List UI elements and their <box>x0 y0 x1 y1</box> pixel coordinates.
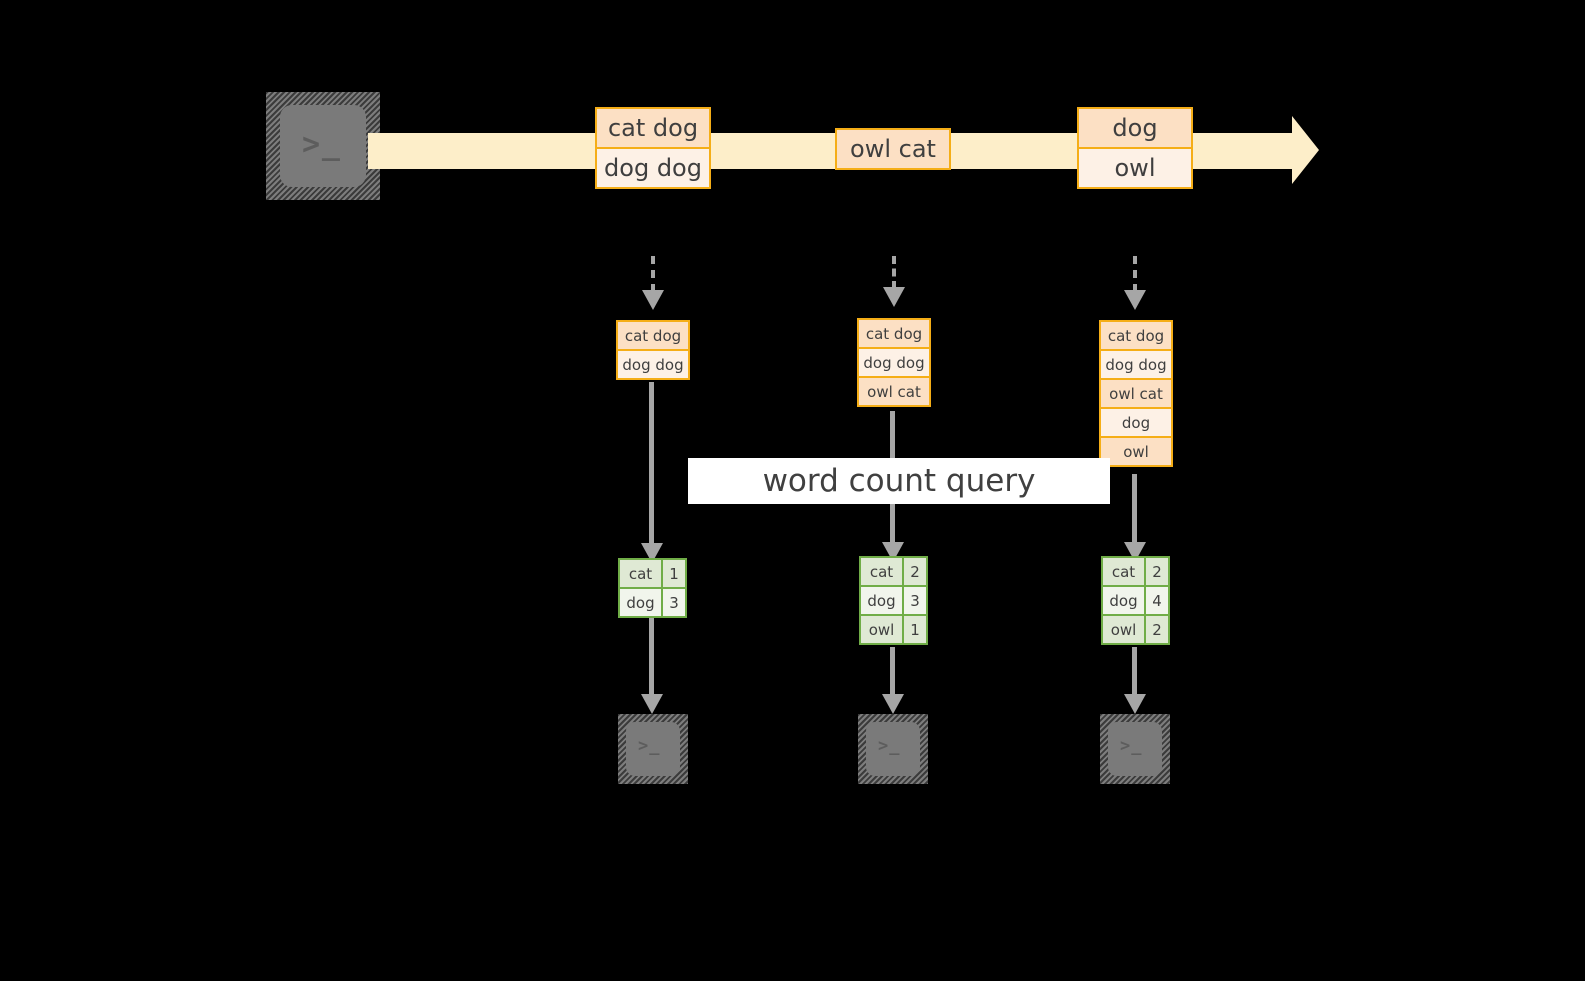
table-row: cat 1 <box>618 558 687 589</box>
result-count: 1 <box>902 614 928 645</box>
timeline-batch-2-line-1: owl cat <box>835 128 951 170</box>
trigger-1-sink-terminal-icon: >_ <box>618 714 688 784</box>
terminal-body <box>866 722 920 776</box>
source-terminal-icon: >_ <box>266 92 380 200</box>
result-word: dog <box>859 585 904 616</box>
terminal-body <box>1108 722 1162 776</box>
table-row: cat 2 <box>1101 556 1170 587</box>
result-count: 2 <box>902 556 928 587</box>
timeline-batch-3-line-1: dog <box>1077 107 1193 149</box>
trigger-3-input-stack: cat dog dog dog owl cat dog owl <box>1099 320 1173 467</box>
trigger-3-input-row: cat dog <box>1099 320 1173 351</box>
result-count: 3 <box>902 585 928 616</box>
trigger-1-input-stack: cat dog dog dog <box>616 320 690 380</box>
terminal-prompt-glyph: >_ <box>878 736 901 756</box>
result-word: cat <box>618 558 663 589</box>
trigger-2-feed-arrowhead-icon <box>883 287 905 307</box>
trigger-3-result-table: cat 2 dog 4 owl 2 <box>1101 556 1170 645</box>
trigger-1-sink-arrowhead-icon <box>641 694 663 714</box>
terminal-body <box>280 105 366 187</box>
table-row: dog 4 <box>1101 585 1170 616</box>
timeline-arrow-right-icon <box>1292 116 1319 184</box>
trigger-1-result-table: cat 1 dog 3 <box>618 558 687 618</box>
trigger-1-sink-line <box>649 618 654 696</box>
trigger-1-input-row: dog dog <box>616 349 690 380</box>
trigger-1-input-row: cat dog <box>616 320 690 351</box>
result-count: 1 <box>661 558 687 589</box>
result-word: dog <box>618 587 663 618</box>
result-count: 2 <box>1144 556 1170 587</box>
table-row: owl 1 <box>859 614 928 645</box>
result-word: owl <box>1101 614 1146 645</box>
timeline-batch-1-line-2: dog dog <box>595 147 711 189</box>
trigger-3-feed-line <box>1133 256 1137 292</box>
trigger-2-input-row: owl cat <box>857 376 931 407</box>
trigger-3-input-row: owl cat <box>1099 378 1173 409</box>
result-word: owl <box>859 614 904 645</box>
terminal-prompt-glyph: >_ <box>638 736 661 756</box>
trigger-1-result-line <box>649 382 654 547</box>
result-count: 3 <box>661 587 687 618</box>
trigger-2-input-row: dog dog <box>857 347 931 378</box>
result-word: cat <box>859 556 904 587</box>
terminal-prompt-glyph: >_ <box>302 127 342 162</box>
table-row: cat 2 <box>859 556 928 587</box>
trigger-3-sink-line <box>1132 647 1137 696</box>
trigger-3-input-row: owl <box>1099 436 1173 467</box>
trigger-2-feed-line <box>892 256 896 289</box>
result-word: dog <box>1101 585 1146 616</box>
terminal-prompt-glyph: >_ <box>1120 736 1143 756</box>
result-count: 4 <box>1144 585 1170 616</box>
trigger-3-sink-arrowhead-icon <box>1124 694 1146 714</box>
table-row: owl 2 <box>1101 614 1170 645</box>
trigger-3-result-line <box>1132 474 1137 546</box>
trigger-1-feed-arrowhead-icon <box>642 290 664 310</box>
trigger-1-feed-line <box>651 256 655 292</box>
table-row: dog 3 <box>618 587 687 618</box>
trigger-3-feed-arrowhead-icon <box>1124 290 1146 310</box>
word-count-query-label: word count query <box>688 458 1110 504</box>
trigger-3-input-row: dog <box>1099 407 1173 438</box>
trigger-2-sink-terminal-icon: >_ <box>858 714 928 784</box>
terminal-body <box>626 722 680 776</box>
trigger-2-result-table: cat 2 dog 3 owl 1 <box>859 556 928 645</box>
table-row: dog 3 <box>859 585 928 616</box>
trigger-3-sink-terminal-icon: >_ <box>1100 714 1170 784</box>
result-count: 2 <box>1144 614 1170 645</box>
timeline-batch-1-line-1: cat dog <box>595 107 711 149</box>
trigger-2-sink-line <box>890 647 895 696</box>
trigger-2-input-stack: cat dog dog dog owl cat <box>857 318 931 407</box>
result-word: cat <box>1101 556 1146 587</box>
trigger-3-input-row: dog dog <box>1099 349 1173 380</box>
trigger-2-sink-arrowhead-icon <box>882 694 904 714</box>
timeline-batch-3-line-2: owl <box>1077 147 1193 189</box>
trigger-2-input-row: cat dog <box>857 318 931 349</box>
